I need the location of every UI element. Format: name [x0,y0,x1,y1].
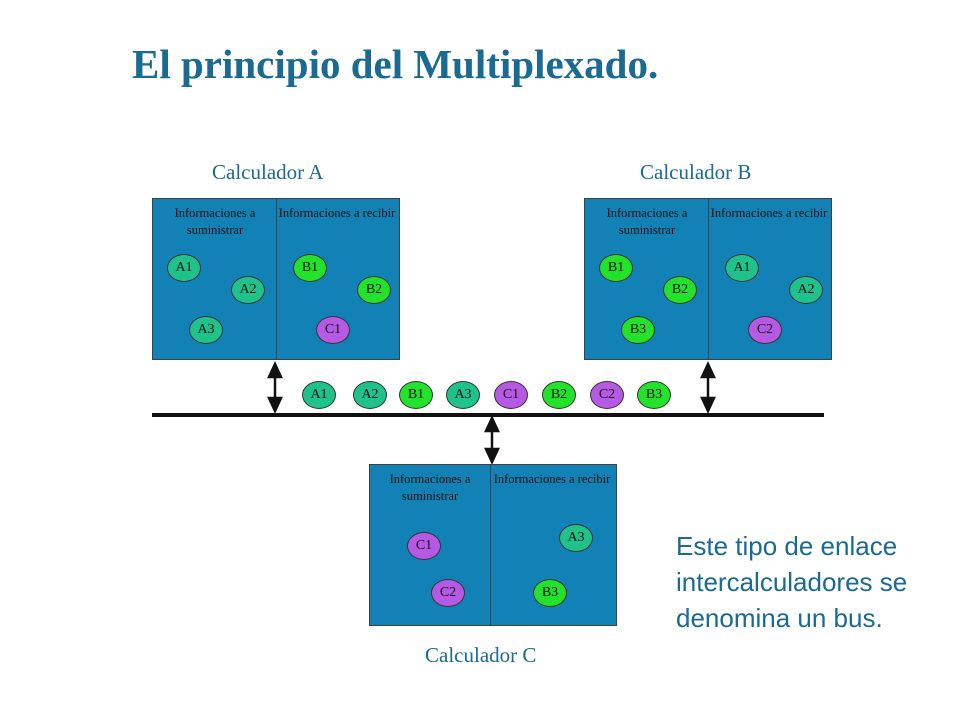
calculator-b-label: Calculador B [640,160,752,184]
calculator-a-receive-node: B2 [357,276,391,304]
bus-frame: A3 [446,381,480,409]
calculator-a-receive-node: B1 [293,254,327,282]
bus-frame: B2 [542,381,576,409]
bus-frame: A1 [302,381,336,409]
calculator-c-receive-node: A3 [559,524,593,552]
calculator-b-bus-arrow [700,361,716,414]
bus-description: Este tipo de enlace intercalculadores se… [676,531,908,633]
calculator-b-receive-node: A1 [725,254,759,282]
bus-frame: A2 [353,381,387,409]
calculator-c-receive-header: Informaciones a recibir [493,472,611,486]
calculator-a-supply-node: A3 [189,316,223,344]
calculator-c-supply-node: C1 [407,532,441,560]
calculator-c-supply-node: C2 [431,579,465,607]
calculator-a-divider [276,199,277,359]
calculator-b-supply-header: Informaciones a suministrar [606,206,688,237]
calculator-b-receive-header: Informaciones a recibir [710,206,828,220]
calculator-a-label: Calculador A [212,160,324,184]
calculator-b-box: Informaciones a suministrar Informacione… [584,198,832,360]
calculator-a-receive-header: Informaciones a recibir [278,206,396,220]
calculator-b-receive-node: C2 [748,316,782,344]
bus-frame: C2 [590,381,624,409]
bus-line [152,413,824,417]
calculator-a-bus-arrow [267,361,283,414]
calculator-a-supply-node: A2 [231,276,265,304]
bus-frame: B1 [399,381,433,409]
calculator-c-supply-header: Informaciones a suministrar [389,472,471,503]
calculator-c-divider [490,465,491,625]
bus-frame: C1 [494,381,528,409]
calculator-b-divider [708,199,709,359]
calculator-c-bus-arrow [484,415,500,465]
calculator-c-box: Informaciones a suministrar Informacione… [369,464,617,626]
calculator-c-label: Calculador C [425,643,537,667]
calculator-a-supply-header: Informaciones a suministrar [174,206,256,237]
calculator-a-box: Informaciones a suministrar Informacione… [152,198,400,360]
calculator-c-receive-node: B3 [533,579,567,607]
calculator-a-receive-node: C1 [316,316,350,344]
page-title: El principio del Multiplexado. [132,41,659,87]
calculator-b-supply-node: B2 [663,276,697,304]
calculator-a-supply-node: A1 [167,254,201,282]
calculator-b-supply-node: B1 [599,254,633,282]
calculator-b-receive-node: A2 [789,276,823,304]
bus-frame: B3 [637,381,671,409]
calculator-b-supply-node: B3 [621,316,655,344]
